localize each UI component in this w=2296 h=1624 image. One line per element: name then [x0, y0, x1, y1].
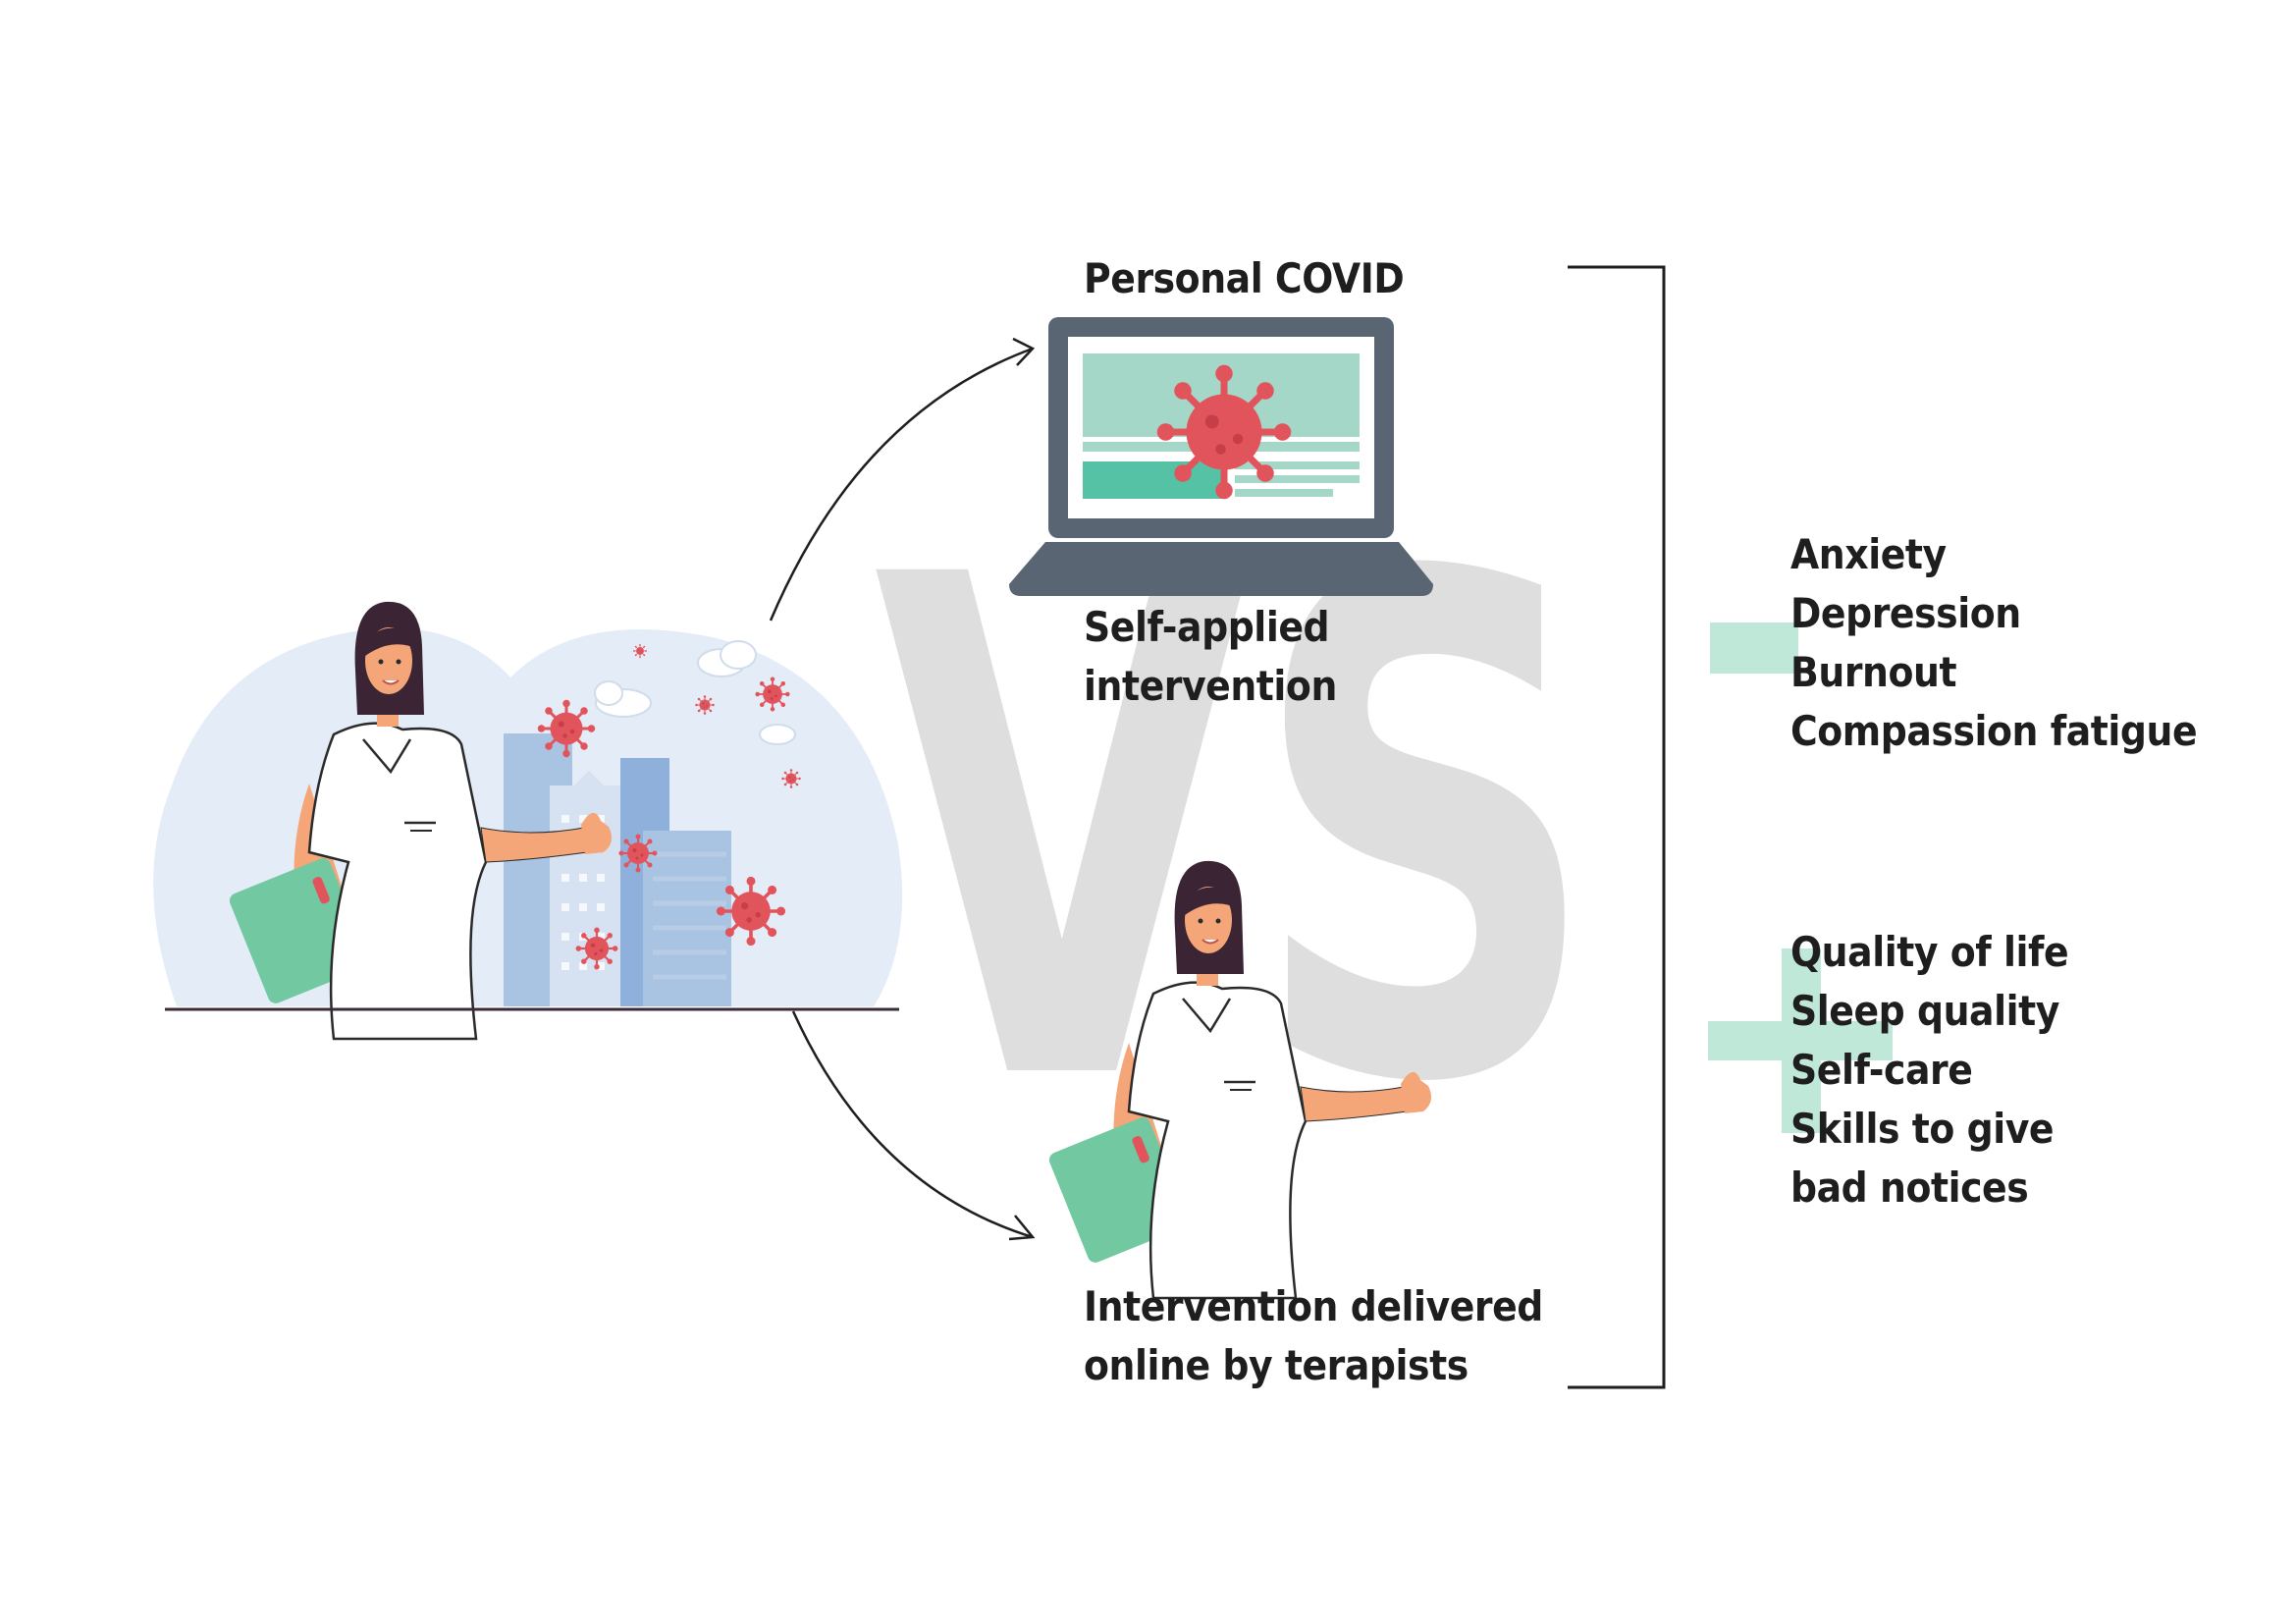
list-item: Self-care [1790, 1046, 1973, 1094]
top-option-title: Personal COVID [1084, 254, 1405, 302]
cloud-icon [594, 640, 796, 745]
virus-icon [536, 698, 597, 759]
virus-icon [715, 875, 787, 947]
left-scene-illustration [153, 600, 903, 1041]
list-item: Depression [1790, 589, 2021, 637]
city-buildings-icon [504, 733, 731, 1006]
virus-icon [617, 833, 659, 874]
list-item: Burnout [1790, 648, 1957, 696]
list-item: Sleep quality [1790, 987, 2059, 1035]
bracket-icon [1568, 265, 1666, 1389]
list-item: bad notices [1790, 1164, 2029, 1212]
plus-icon [1708, 948, 1893, 1133]
laptop-icon [1009, 317, 1433, 596]
negative-outcomes-list: Anxiety Depression Burnout Compassion fa… [1790, 525, 2198, 761]
list-item: Anxiety [1790, 530, 1947, 578]
minus-icon [1710, 623, 1798, 674]
bottom-option-caption: Intervention delivered online by terapis… [1084, 1282, 1543, 1389]
virus-icon [780, 768, 802, 789]
virus-icon [694, 694, 716, 716]
arrow-icon [769, 337, 1036, 622]
positive-outcomes-list: Quality of life Sleep quality Self-care … [1790, 923, 2069, 1218]
top-option-caption: Self-applied intervention [1084, 603, 1337, 710]
list-item: Compassion fatigue [1790, 707, 2198, 755]
virus-icon [574, 926, 619, 971]
virus-icon [1157, 365, 1292, 500]
list-item: Quality of life [1790, 928, 2069, 976]
list-item: Skills to give [1790, 1105, 2055, 1153]
arrow-icon [791, 1010, 1036, 1241]
virus-icon [632, 643, 648, 659]
virus-icon [754, 676, 791, 713]
